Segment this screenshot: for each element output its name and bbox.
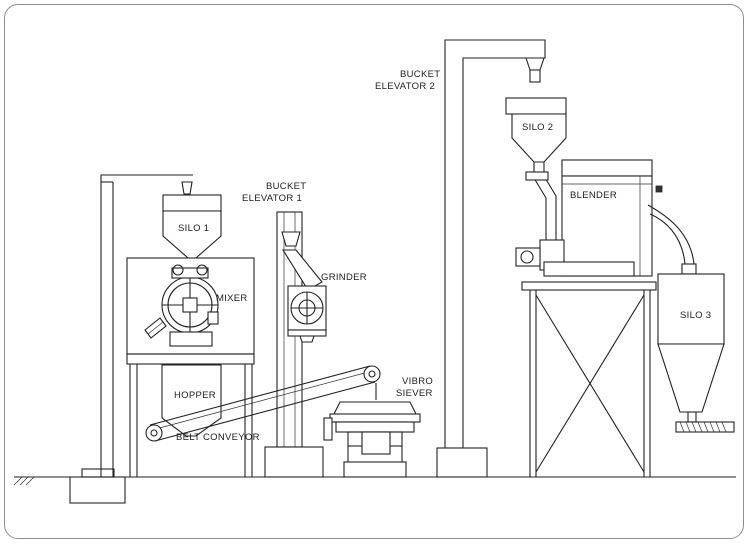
bucket-elevator-1-label-line1: BUCKET — [266, 181, 306, 192]
silo-3-label: SILO 3 — [680, 310, 711, 321]
grinder-label: GRINDER — [321, 272, 367, 283]
bucket-elevator-2: BUCKET ELEVATOR 2 — [375, 39, 546, 478]
vibro-label-line1: VIBRO — [402, 376, 433, 387]
vibro-siever: VIBRO SIEVER — [323, 376, 433, 478]
grinder: GRINDER — [282, 249, 367, 343]
belt-conveyor-label: BELT CONVEYOR — [176, 432, 260, 443]
silo-2-label: SILO 2 — [522, 122, 553, 133]
bucket-elevator-2-label-line2: ELEVATOR 2 — [375, 81, 435, 92]
vibro-label-line2: SIEVER — [396, 388, 433, 399]
blender-support — [521, 281, 657, 477]
belt-conveyor: BELT CONVEYOR — [145, 365, 381, 443]
mixer-label: MIXER — [216, 293, 248, 304]
silo-1-label: SILO 1 — [178, 223, 209, 234]
blender-label: BLENDER — [570, 190, 617, 201]
transfer-pipe — [647, 204, 697, 275]
mixer: MIXER — [144, 264, 248, 347]
hopper-label: HOPPER — [174, 390, 216, 401]
blender: BLENDER — [515, 159, 663, 277]
mixer-structure — [126, 257, 255, 477]
silo-1: SILO 1 — [162, 194, 222, 259]
silo-3: SILO 3 — [657, 273, 735, 433]
bucket-elevator-1-label-line2: ELEVATOR 1 — [242, 193, 302, 204]
silo-2: SILO 2 — [505, 97, 567, 262]
bucket-elevator-2-label-line1: BUCKET — [400, 69, 440, 80]
silo1-elevator — [69, 174, 193, 504]
